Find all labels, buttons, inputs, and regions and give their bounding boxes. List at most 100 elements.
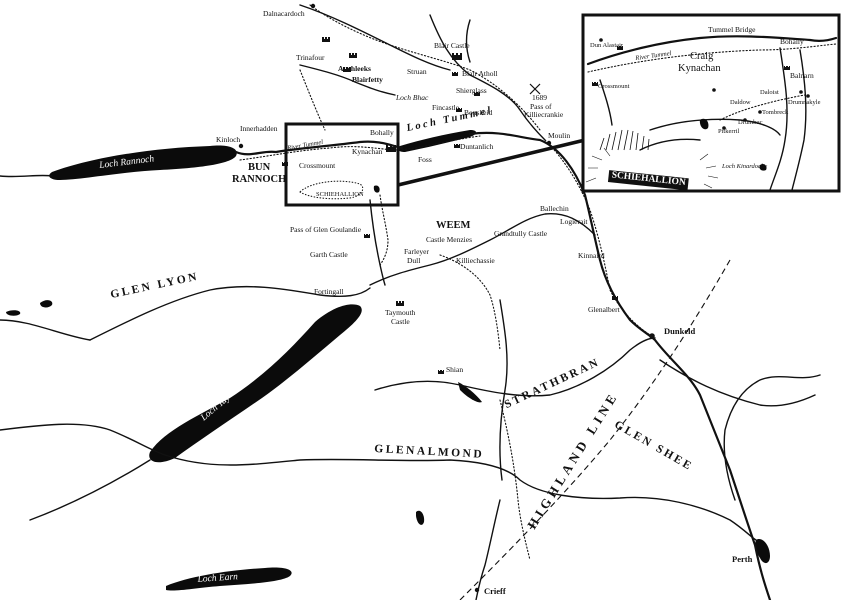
label-grandtully-castle: Grandtully Castle xyxy=(494,229,548,238)
label-foss: Foss xyxy=(418,155,432,164)
road-glen-almond xyxy=(499,399,531,561)
label-ballechin: Ballechin xyxy=(540,204,569,213)
label-pass-of: Pass of xyxy=(530,102,552,111)
label-killiechassie: Killiechassie xyxy=(456,256,495,265)
river-rannoch-west xyxy=(0,174,53,178)
label-glenalbert: Glenalbert xyxy=(588,305,620,314)
road-pitlochry-dunkeld xyxy=(544,139,651,336)
label-year-1689: 1689 xyxy=(532,93,547,102)
inset-label-bohally: Bohally xyxy=(780,37,804,46)
settlement-dot-icon xyxy=(238,3,810,593)
schiehallion-blob xyxy=(373,185,380,193)
loch-tummel-shape xyxy=(397,130,476,152)
road-atholl xyxy=(309,4,541,131)
perth-loch xyxy=(755,539,770,564)
small-loch-3 xyxy=(416,510,425,525)
road-schiehallion xyxy=(379,194,389,266)
river-braan xyxy=(374,337,656,397)
label-dalnacardoch: Dalnacardoch xyxy=(263,9,305,18)
inset-label-drumbuc: Drumbuc xyxy=(738,119,763,126)
loch-earn-shape xyxy=(166,567,292,591)
label-crossmount: Crossmount xyxy=(299,161,336,170)
label-innerhadden: Innerhadden xyxy=(240,124,278,133)
inset-pointer-line xyxy=(397,138,586,187)
river-crieff xyxy=(475,499,501,600)
label-dull: Dull xyxy=(407,256,421,265)
label-shian: Shian xyxy=(446,365,464,374)
river-tay xyxy=(598,258,772,600)
castle-icon xyxy=(282,37,790,374)
inset-river-tummel xyxy=(586,35,838,66)
inset-road-2 xyxy=(719,94,806,121)
label-schiehallion-locator: SCHIEHALLION xyxy=(316,191,364,198)
label-bonskeid: Bonskeid xyxy=(464,108,493,117)
river-errochty xyxy=(299,64,396,96)
river-almond xyxy=(0,423,757,541)
label-blairfetty: Blairfetty xyxy=(352,75,383,84)
river-tummel xyxy=(234,140,404,156)
river-dull xyxy=(369,199,386,286)
inset-label-pitkerril: Pitkerril xyxy=(718,128,740,135)
inset-label-kynachan: Kynachan xyxy=(678,63,721,74)
river-garry xyxy=(429,14,546,141)
label-moulin: Moulin xyxy=(548,131,571,140)
river-lyon xyxy=(89,285,371,341)
inset-road-1 xyxy=(587,43,837,73)
inset-schiehallion-rays xyxy=(585,147,719,189)
river-tummel-east xyxy=(468,131,602,262)
label-fortingall: Fortingall xyxy=(314,287,344,296)
label-shierglass: Shierglass xyxy=(456,86,487,95)
label-kynachan: Kynachan xyxy=(352,147,383,156)
inset-loch-kinardochy xyxy=(759,163,767,171)
river-lyon-west xyxy=(0,319,91,341)
label-garth-castle: Garth Castle xyxy=(310,250,348,259)
label-loch-bhac: Loch Bhac xyxy=(396,93,429,102)
inset-label-crossmount: Crossmount xyxy=(598,83,630,90)
inset-label-dun-alastair-1: Dun Alastair xyxy=(590,42,624,49)
river-almond-south xyxy=(29,459,151,521)
inset-label-craig: Craig xyxy=(690,51,714,62)
label-weem: WEEM xyxy=(436,220,471,231)
river-shee xyxy=(723,374,821,501)
inset-frame xyxy=(581,13,841,193)
highland-line-path xyxy=(459,259,731,600)
inset-stream-2 xyxy=(791,49,807,191)
label-crieff: Crieff xyxy=(484,586,506,596)
road-weem xyxy=(439,254,501,351)
loch-rannoch-shape xyxy=(49,145,237,180)
label-duntanlich: Duntanlich xyxy=(460,142,494,151)
loch-tay-shape xyxy=(149,304,362,463)
inset-label-loch-kinardochy: Loch Kinardochy xyxy=(722,163,768,170)
label-perth: Perth xyxy=(732,554,753,564)
label-pass-glen-goulandie: Pass of Glen Goulandie xyxy=(290,225,362,234)
label-bohally: Bohally xyxy=(370,128,394,137)
label-struan: Struan xyxy=(407,67,427,76)
inset-label-daldow: Daldow xyxy=(730,99,751,106)
label-castle-menzies: Castle Menzies xyxy=(426,236,472,244)
small-loch-4 xyxy=(458,382,482,403)
road-trinafour xyxy=(299,69,326,131)
label-taymouth-castle: Castle xyxy=(391,317,410,326)
label-farleyer: Farleyer xyxy=(404,247,429,256)
inset-schiehallion-hatch xyxy=(599,129,650,151)
inset-label-daloist: Daloist xyxy=(760,89,779,96)
label-fincastle: Fincastle xyxy=(432,103,460,112)
locator-schiehallion-outline xyxy=(299,180,364,200)
inset-label-drumnakyle: Drumnakyle xyxy=(788,99,821,106)
label-auchleeks: Auchleeks xyxy=(338,64,371,73)
label-kinnaird: Kinnaird xyxy=(578,251,605,260)
inset-stream-3 xyxy=(649,118,781,136)
inset-label-tummel-bridge: Tummel Bridge xyxy=(708,25,756,34)
crossed-swords-icon xyxy=(529,83,541,95)
river-glenalmond-trib xyxy=(499,299,508,481)
inset-label-tombreck: Tombreck xyxy=(762,109,789,116)
inset-label-balnarn: Balnarn xyxy=(790,71,814,80)
river-tay-upper xyxy=(369,213,596,286)
label-blair-castle: Blair Castle xyxy=(434,41,470,50)
inset-schiehallion-ridge xyxy=(699,118,709,130)
label-kinloch: Kinloch xyxy=(216,135,241,144)
river-shee-trib xyxy=(659,359,816,407)
inset-stream-5 xyxy=(599,79,613,126)
